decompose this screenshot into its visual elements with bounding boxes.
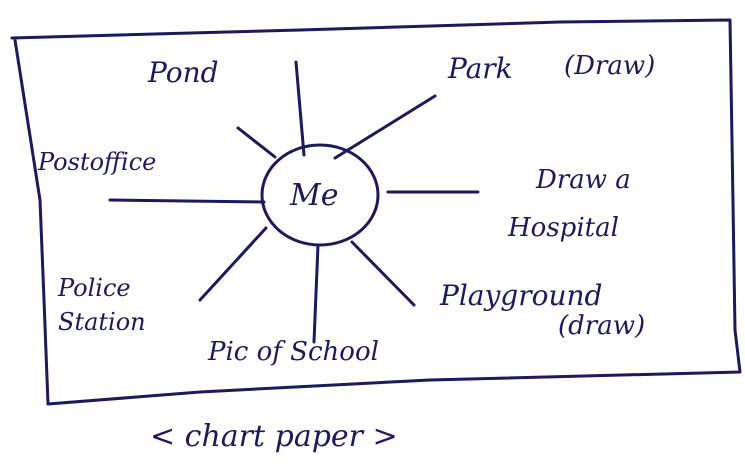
label-postoffice: Postoffice <box>37 148 156 176</box>
spoke-postoffice <box>108 198 266 204</box>
spoke-pond <box>236 126 277 159</box>
label-hospital-line2: Hospital <box>507 213 619 243</box>
spoke-up <box>294 60 306 157</box>
label-police-line2: Station <box>58 308 146 336</box>
spoke-police <box>198 226 268 302</box>
label-school: Pic of School <box>207 337 379 367</box>
spoke-school <box>312 243 320 344</box>
label-park: Park <box>447 52 513 85</box>
label-police-line1: Police <box>57 274 131 302</box>
spoke-playground <box>350 240 416 307</box>
label-playground: Playground <box>439 279 602 312</box>
caption-chart-paper: < chart paper > <box>150 419 398 454</box>
label-pond: Pond <box>147 56 219 89</box>
center-circle <box>260 143 380 247</box>
chart-paper-border <box>10 18 742 406</box>
center-label: Me <box>289 178 338 213</box>
spoke-park <box>333 94 437 160</box>
label-hospital-line1: Draw a <box>535 165 631 195</box>
label-playground-note: (draw) <box>558 311 645 341</box>
label-park-note: (Draw) <box>564 51 655 81</box>
